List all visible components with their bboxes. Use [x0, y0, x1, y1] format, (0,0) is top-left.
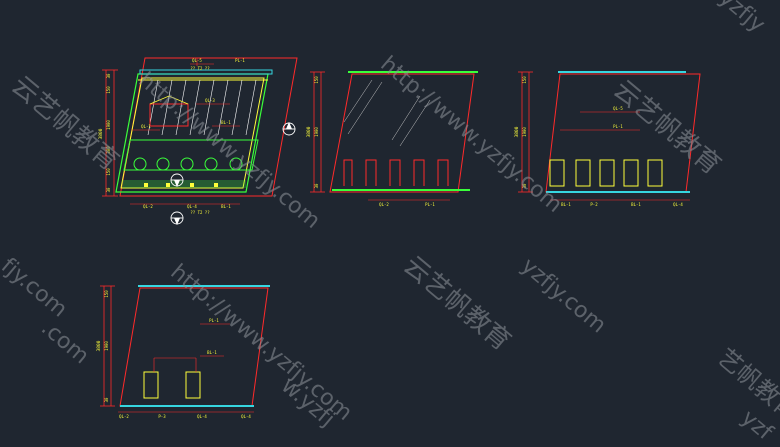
d2-dim-0: 150 [314, 76, 319, 84]
d1-dim-0: 30 [106, 73, 111, 78]
elevation-drawing-4: PL-1 BL-1 150 1900 30 3800 QL-2 P-3 QL-4… [96, 285, 270, 419]
d4-dim-0: 150 [104, 290, 109, 298]
d2-dim-1: 1900 [314, 127, 319, 137]
d4-bottom-tag-3: QL-4 [241, 414, 251, 419]
d4-bottom-tag-1: P-3 [158, 414, 166, 419]
d2-dim-2: 30 [314, 183, 319, 188]
d1-bottom-tag-1: QL-4 [187, 204, 197, 209]
d3-tag-0: QL-5 [613, 106, 623, 111]
d3-bottom-tag-3: QL-4 [673, 202, 683, 207]
d1-dim-3: 300 [106, 146, 111, 154]
d3-tag-1: PL-1 [613, 124, 623, 129]
d1-tag-bl1: BL-1 [221, 120, 231, 125]
section-marker-icon [282, 122, 296, 136]
section-marker-icon [170, 211, 184, 225]
d3-bottom-tag-1: P-2 [590, 202, 598, 207]
d1-bottom-tag-0: QL-2 [143, 204, 153, 209]
d3-bottom-tag-0: BL-1 [561, 202, 571, 207]
d3-dim-0: 150 [522, 76, 527, 84]
d2-bottom-tag-1: PL-1 [425, 202, 435, 207]
d1-dim-4: 150 [106, 168, 111, 176]
d1-bottom-sub: ?? T2 ?? [190, 210, 210, 215]
elevation-drawing-2: 150 1900 30 3800 QL-2 PL-1 [306, 71, 478, 207]
d2-dim-total: 3800 [306, 126, 312, 137]
d2-bottom-tag-0: QL-2 [379, 202, 389, 207]
d1-top-tag2: PL-1 [235, 58, 245, 63]
d1-tag-ql1: QL-1 [141, 124, 151, 129]
d1-dim-1: 150 [106, 86, 111, 94]
d1-dim-total: 3800 [98, 128, 104, 139]
d1-dim-2: 1900 [106, 120, 111, 130]
d1-bottom-tag-2: BL-1 [221, 204, 231, 209]
d3-dim-2: 30 [522, 183, 527, 188]
elevation-drawing-3: QL-5 PL-1 150 1900 30 3800 BL-1 P-2 BL-1… [514, 71, 701, 207]
d3-bottom-tag-2: BL-1 [631, 202, 641, 207]
elevation-drawing-1: 30 150 1900 300 150 30 3800 QL-5 ?? T2 ?… [98, 57, 298, 225]
d4-tag-1: BL-1 [207, 350, 217, 355]
d1-top-tag: QL-5 [192, 58, 202, 63]
d4-dim-1: 1900 [104, 341, 109, 351]
d1-dim-5: 30 [106, 187, 111, 192]
d4-bottom-tag-0: QL-2 [119, 414, 129, 419]
d4-dim-total: 3800 [96, 340, 102, 351]
d3-dim-total: 3800 [514, 126, 520, 137]
d1-top-tag-sub: ?? T2 ?? [190, 66, 210, 71]
d4-dim-2: 30 [104, 397, 109, 402]
section-marker-icon [170, 173, 184, 187]
d3-dim-1: 1900 [522, 127, 527, 137]
d4-bottom-tag-2: QL-4 [197, 414, 207, 419]
d1-tag-ql3: QL-3 [205, 98, 215, 103]
d4-tag-0: PL-1 [209, 318, 219, 323]
